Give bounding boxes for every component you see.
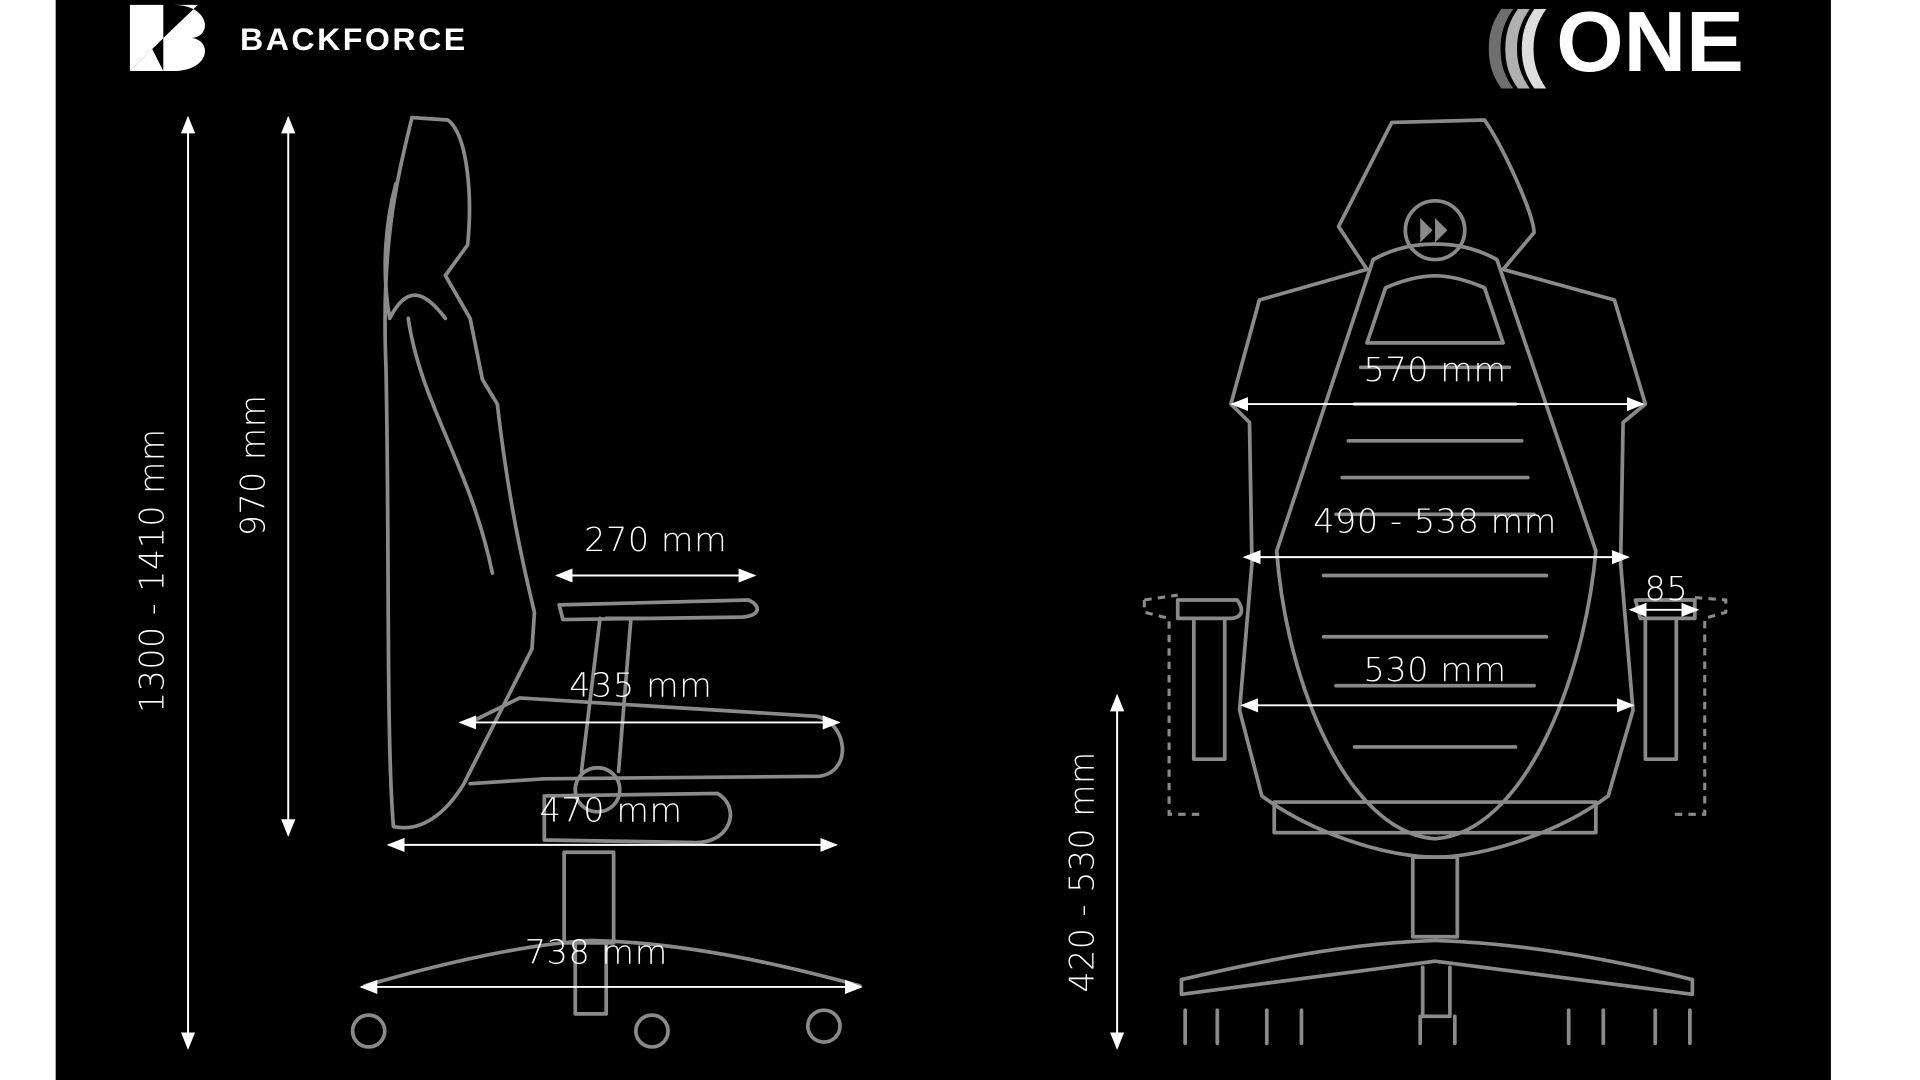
brand-name: BACKFORCE [240, 21, 468, 57]
base-diameter-label: 738 mm [525, 933, 668, 972]
side-dimension-lines [180, 115, 863, 1050]
front-view-chair [1142, 118, 1728, 1046]
svg-text:(((: ((( [1485, 0, 1547, 90]
back-width-label: 490 - 538 mm [1313, 502, 1557, 541]
front-dimension-lines [1109, 397, 1700, 1050]
seat-depth-label: 435 mm [569, 666, 712, 705]
armrest-width-label: 270 mm [584, 520, 727, 559]
chair-depth-label: 470 mm [540, 791, 683, 830]
backforce-logo: BACKFORCE [129, 4, 468, 72]
shoulder-width-label: 570 mm [1364, 350, 1507, 389]
seat-height-label: 420 - 530 mm [1062, 751, 1101, 992]
back-height-label: 970 mm [234, 394, 273, 536]
product-name: ONE [1556, 0, 1744, 90]
seat-width-label: 530 mm [1364, 650, 1507, 689]
background-panel [55, 0, 1831, 1080]
one-logo: ((( ONE [1485, 0, 1744, 90]
total-height-label: 1300 - 1410 mm [132, 428, 171, 713]
armrest-shift-label: 85 [1645, 569, 1689, 608]
